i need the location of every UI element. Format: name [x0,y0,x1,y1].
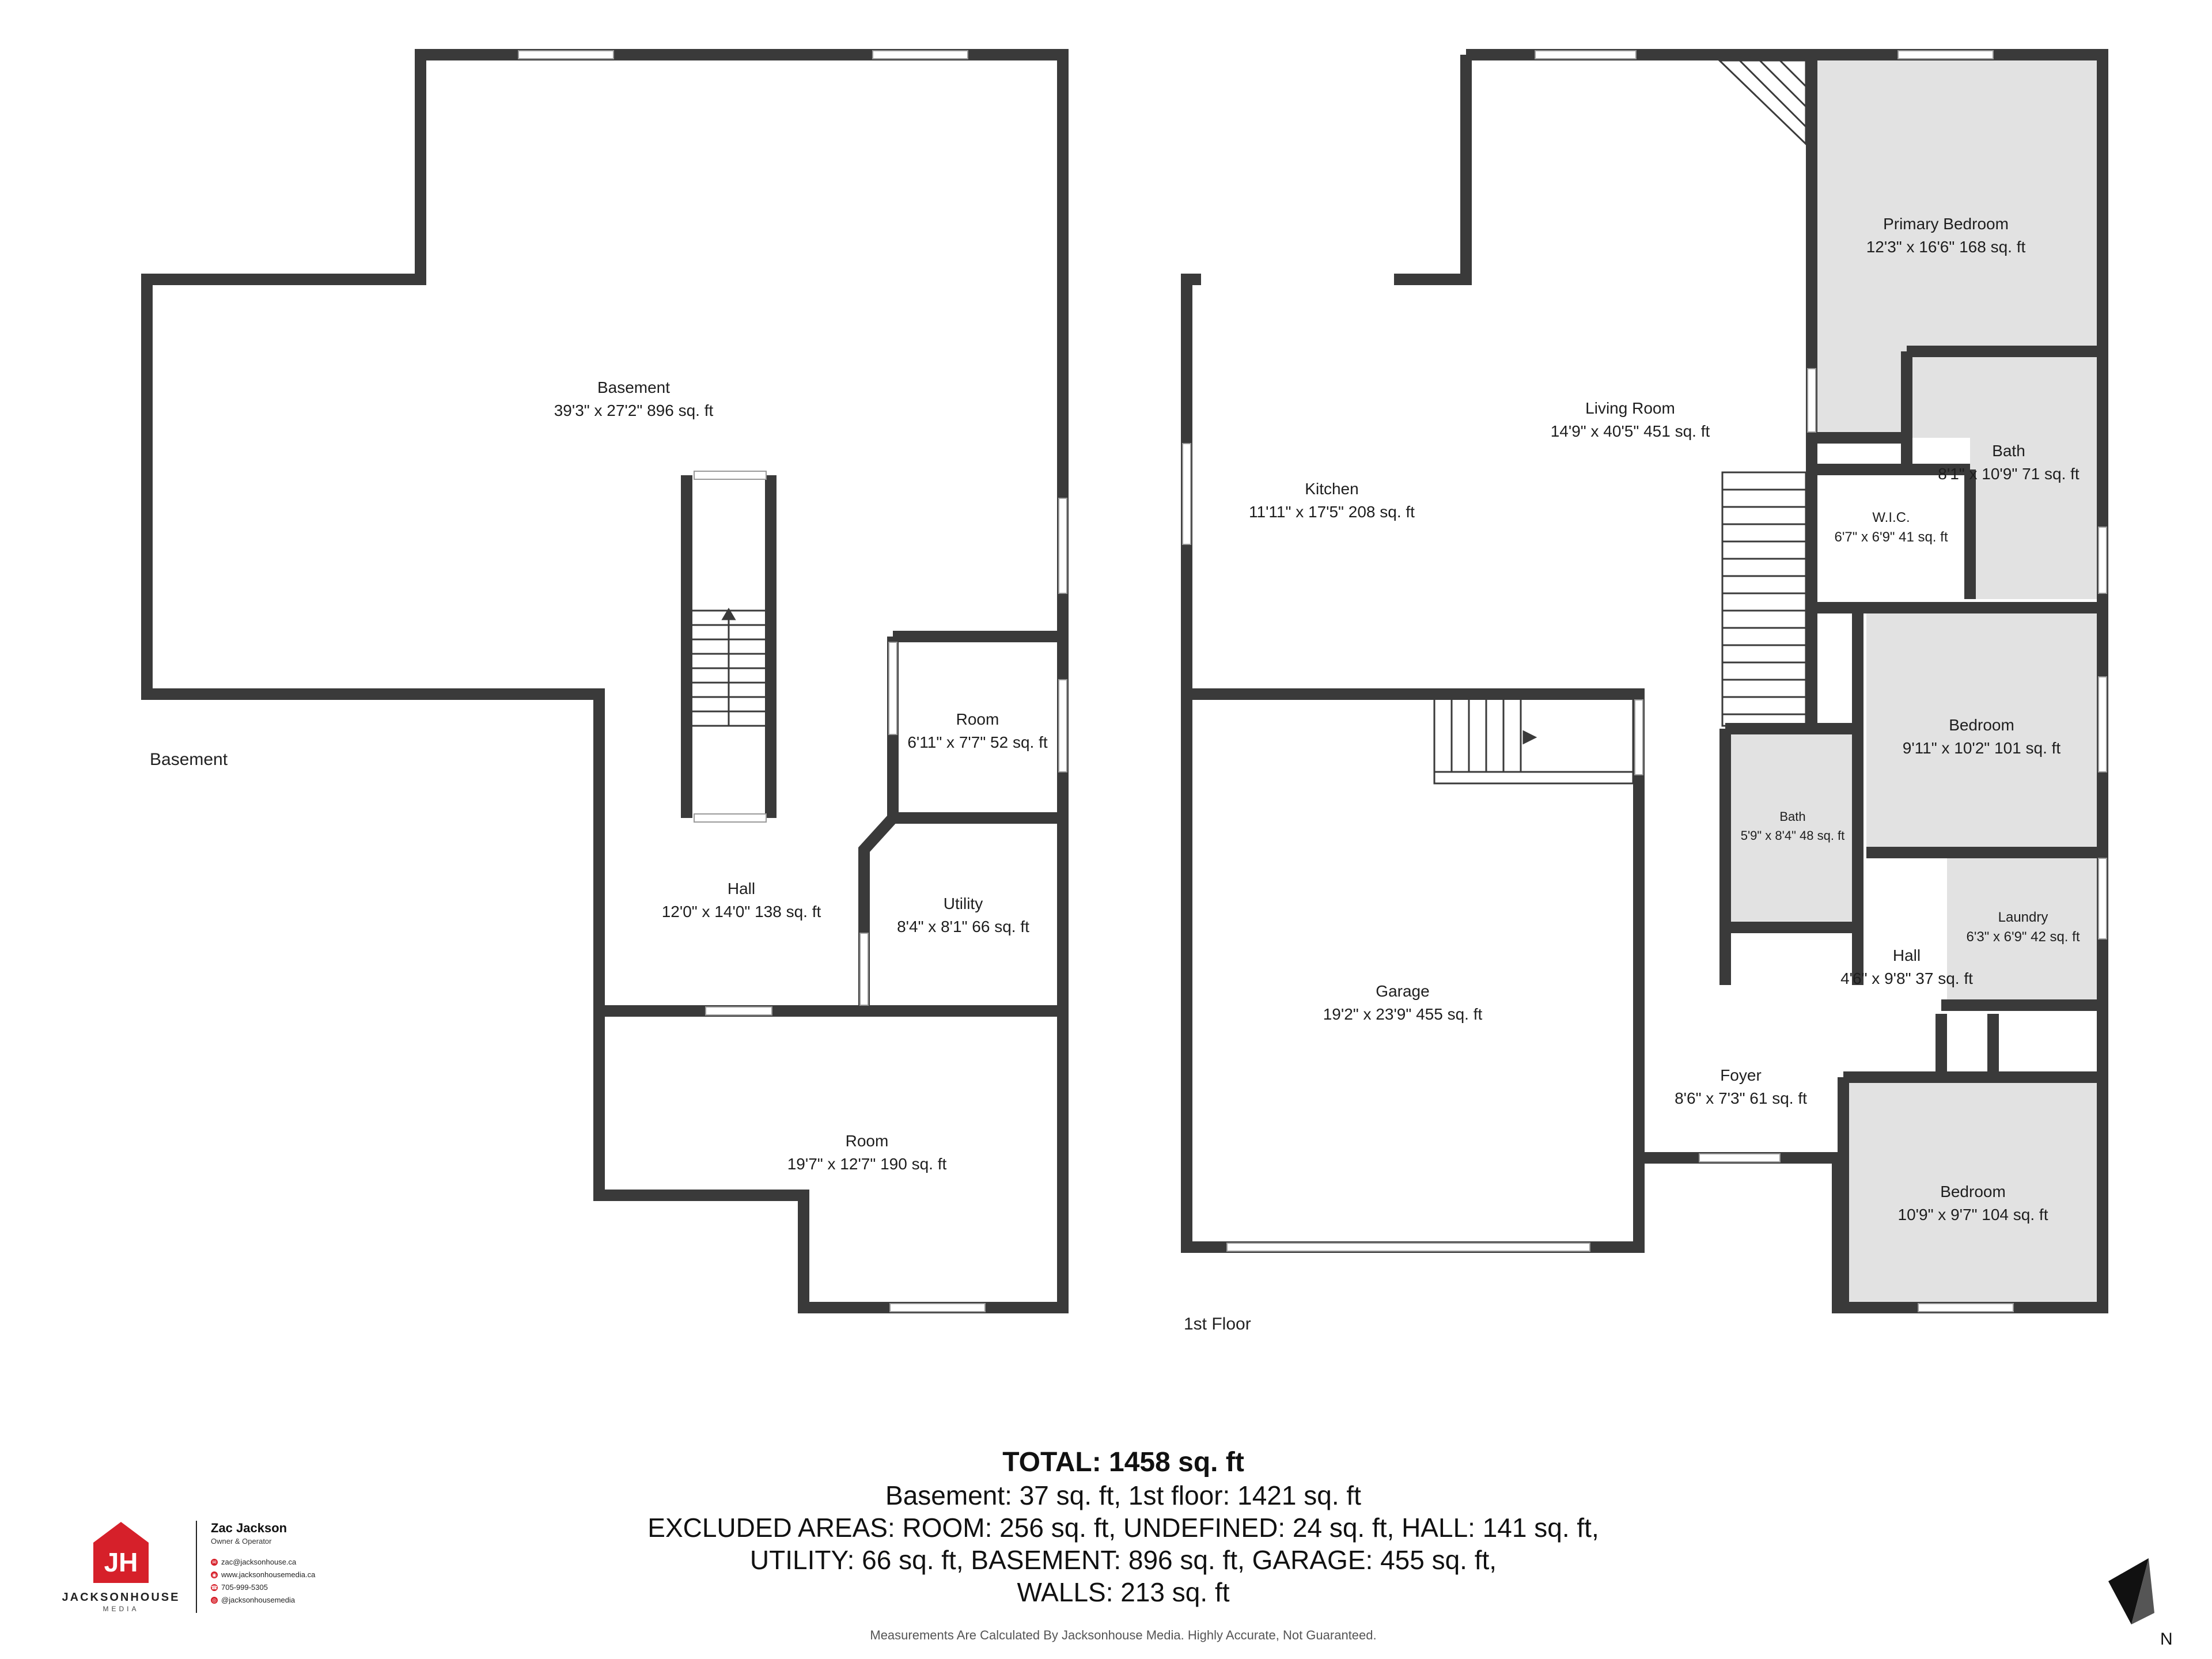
bath-small-name: Bath [1779,809,1805,824]
bedroom-front-name: Bedroom [1940,1183,2006,1200]
garage-name: Garage [1376,982,1429,1000]
primary-bedroom-name: Primary Bedroom [1883,215,2009,233]
brand-divider [196,1521,197,1613]
basement-room-large-name: Room [846,1132,889,1150]
logo-text: JH [104,1547,138,1577]
first-floor-stairs [1433,59,1807,785]
living-room-name: Living Room [1585,399,1675,417]
basement-walls [141,49,1069,1313]
bedroom-mid-dims: 9'11" x 10'2" 101 sq. ft [1903,739,2061,757]
email-icon: ✉ [211,1558,218,1566]
basement-room-large-dims: 19'7" x 12'7" 190 sq. ft [787,1155,947,1173]
shaded-rooms [1725,58,2097,1305]
laundry-dims: 6'3" x 6'9" 42 sq. ft [1967,929,2080,945]
instagram-icon: ◎ [211,1596,218,1604]
kitchen-name: Kitchen [1305,480,1358,498]
bedroom-front-dims: 10'9" x 9'7" 104 sq. ft [1898,1206,2048,1224]
contact-phone-text: 705-999-5305 [221,1583,268,1592]
summary-total: TOTAL: 1458 sq. ft [1002,1447,1244,1478]
basement-main-name: Basement [597,378,670,396]
bedroom-mid-name: Bedroom [1949,716,2014,734]
globe-icon: ◉ [211,1571,218,1578]
compass-label: N [2160,1630,2173,1649]
contact-email[interactable]: ✉ zac@jacksonhouse.ca [211,1558,296,1566]
wic-dims: 6'7" x 6'9" 41 sq. ft [1835,529,1948,545]
first-floor-windows [1182,50,2107,1312]
basement-floor-label: Basement [150,750,228,769]
basement-hall-name: Hall [728,880,755,897]
contact-name: Zac Jackson [211,1521,287,1535]
basement-utility-dims: 8'4" x 8'1" 66 sq. ft [897,918,1029,935]
disclaimer: Measurements Are Calculated By Jacksonho… [870,1628,1377,1642]
basement-room-small-dims: 6'11" x 7'7" 52 sq. ft [907,733,1048,751]
primary-bath-name: Bath [1992,442,2025,460]
summary-line-3: UTILITY: 66 sq. ft, BASEMENT: 896 sq. ft… [749,1545,1497,1575]
garage-dims: 19'2" x 23'9" 455 sq. ft [1323,1005,1483,1023]
first-floor-label: 1st Floor [1184,1315,1251,1334]
laundry-fill [1947,853,2097,1005]
room-labels: Basement 39'3" x 27'2" 896 sq. ft Room 6… [554,215,2080,1224]
basement-hall-dims: 12'0" x 14'0" 138 sq. ft [662,903,821,921]
contact-website[interactable]: ◉ www.jacksonhousemedia.ca [211,1570,315,1579]
area-summary: TOTAL: 1458 sq. ft Basement: 37 sq. ft, … [576,1446,1671,1608]
kitchen-dims: 11'11" x 17'5" 208 sq. ft [1249,503,1415,521]
primary-bath-fill [1970,351,2097,599]
primary-bedroom-dims: 12'3" x 16'6" 168 sq. ft [1866,238,2026,256]
living-room-dims: 14'9" x 40'5" 451 sq. ft [1551,422,1710,440]
phone-icon: ☎ [211,1584,218,1591]
basement-windows [518,50,1067,1312]
summary-line-4: WALLS: 213 sq. ft [1017,1577,1230,1607]
hall-first-name: Hall [1893,946,1921,964]
contact-website-text: www.jacksonhousemedia.ca [221,1570,316,1579]
contact-phone[interactable]: ☎ 705-999-5305 [211,1583,268,1592]
contact-social-text: @jacksonhousemedia [221,1596,296,1604]
laundry-name: Laundry [1998,910,2048,925]
basement-stairs [691,608,766,727]
summary-line-2: EXCLUDED AREAS: ROOM: 256 sq. ft, UNDEFI… [647,1513,1599,1543]
brand-name: JACKSONHOUSE [62,1591,180,1604]
brand-subtitle: MEDIA [103,1605,139,1613]
summary-line-1: Basement: 37 sq. ft, 1st floor: 1421 sq.… [885,1480,1361,1510]
basement-utility-name: Utility [944,895,983,912]
primary-bath-dims: 8'1" x 10'9" 71 sq. ft [1938,465,2080,483]
foyer-name: Foyer [1720,1066,1762,1084]
bedroom-front-fill [1843,1083,2097,1305]
contact-email-text: zac@jacksonhouse.ca [221,1558,297,1566]
contact-social[interactable]: ◎ @jacksonhousemedia [211,1596,295,1604]
foyer-dims: 8'6" x 7'3" 61 sq. ft [1675,1089,1807,1107]
bath-small-dims: 5'9" x 8'4" 48 sq. ft [1741,828,1845,843]
wic-name: W.I.C. [1872,510,1910,525]
north-arrow-icon: N [2108,1558,2173,1649]
basement-main-dims: 39'3" x 27'2" 896 sq. ft [554,402,714,419]
brand-block: JH JACKSONHOUSE MEDIA Zac Jackson Owner … [58,1521,357,1624]
basement-room-small-name: Room [956,710,999,728]
contact-role: Owner & Operator [211,1537,272,1546]
jacksonhouse-logo-icon: JH [93,1522,149,1583]
bedroom-mid-fill [1866,611,2097,847]
hall-first-dims: 4'6" x 9'8" 37 sq. ft [1840,969,1973,987]
bath-small-fill [1725,732,1858,927]
